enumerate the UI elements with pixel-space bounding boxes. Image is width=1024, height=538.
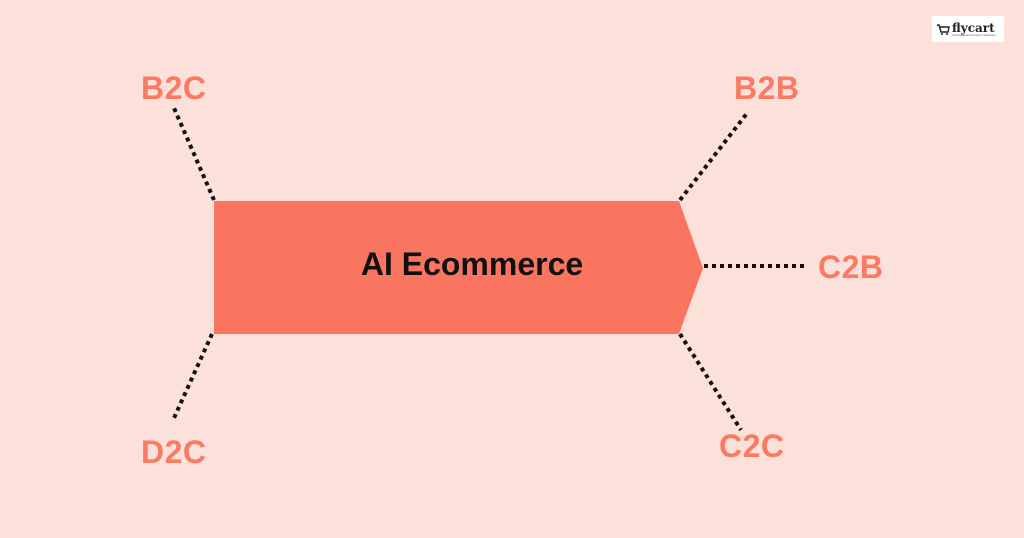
connector-d2c xyxy=(172,333,214,419)
logo-tagline: Innovative Ecommerce Solutions xyxy=(952,32,996,37)
logo-wordmark: flycart xyxy=(952,20,995,35)
node-label-b2c: B2C xyxy=(141,70,207,106)
connector-b2b xyxy=(678,110,750,202)
cart-icon xyxy=(937,24,950,35)
center-label: AI Ecommerce xyxy=(360,246,584,282)
flycart-logo: flycart Innovative Ecommerce Solutions xyxy=(932,16,1004,42)
center-arrow-box xyxy=(214,201,703,334)
node-label-c2b: C2B xyxy=(818,249,884,285)
connector-b2c xyxy=(172,107,216,201)
node-label-d2c: D2C xyxy=(141,434,207,470)
node-label-c2c: C2C xyxy=(719,428,785,464)
node-label-b2b: B2B xyxy=(734,70,800,106)
connector-c2c xyxy=(678,332,743,432)
